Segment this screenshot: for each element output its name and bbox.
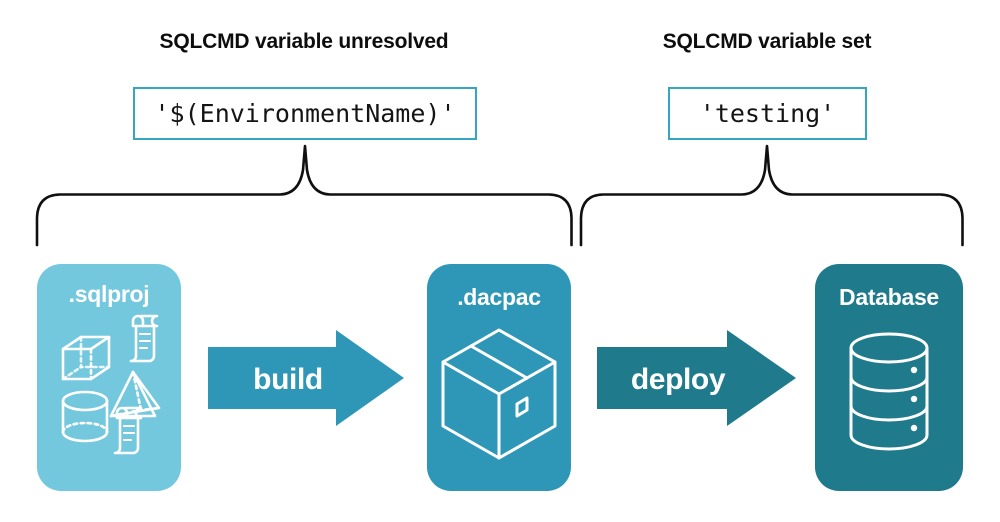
arrow-deploy-shape: [597, 330, 796, 426]
arrow-deploy: [597, 330, 796, 426]
db-indicator-dot-1: [910, 366, 918, 374]
stage-box-dacpac: .dacpac: [427, 264, 571, 491]
curly-brace-right: [579, 144, 964, 247]
code-value-box-unresolved: '$(EnvironmentName)': [133, 87, 477, 140]
stage-label-dacpac: .dacpac: [457, 284, 541, 310]
project-artifacts-icon: [61, 314, 161, 455]
stage-box-database: Database: [815, 264, 963, 491]
brace-group: [35, 144, 964, 247]
package-box-icon: [441, 328, 557, 460]
database-cylinder-icon: [849, 332, 929, 451]
arrow-build: [208, 330, 404, 426]
arrow-build-label: build: [253, 363, 323, 396]
cube-icon: [61, 335, 111, 381]
script-scroll-icon-top: [129, 314, 159, 363]
curly-brace-left: [35, 144, 573, 247]
arrow-deploy-label: deploy: [630, 363, 726, 396]
cylinder-icon: [61, 390, 109, 443]
code-value-box-set: 'testing': [668, 87, 867, 140]
annotation-heading-right: SQLCMD variable set: [662, 30, 872, 53]
stage-label-sqlproj: .sqlproj: [68, 281, 150, 307]
script-scroll-icon-bottom: [113, 406, 143, 455]
annotation-heading-left: SQLCMD variable unresolved: [159, 30, 449, 53]
db-indicator-dot-2: [910, 395, 918, 403]
stage-label-database: Database: [839, 284, 939, 310]
stage-box-sqlproj: .sqlproj: [37, 264, 181, 491]
arrow-build-shape: [208, 330, 404, 426]
db-indicator-dot-3: [910, 424, 918, 432]
